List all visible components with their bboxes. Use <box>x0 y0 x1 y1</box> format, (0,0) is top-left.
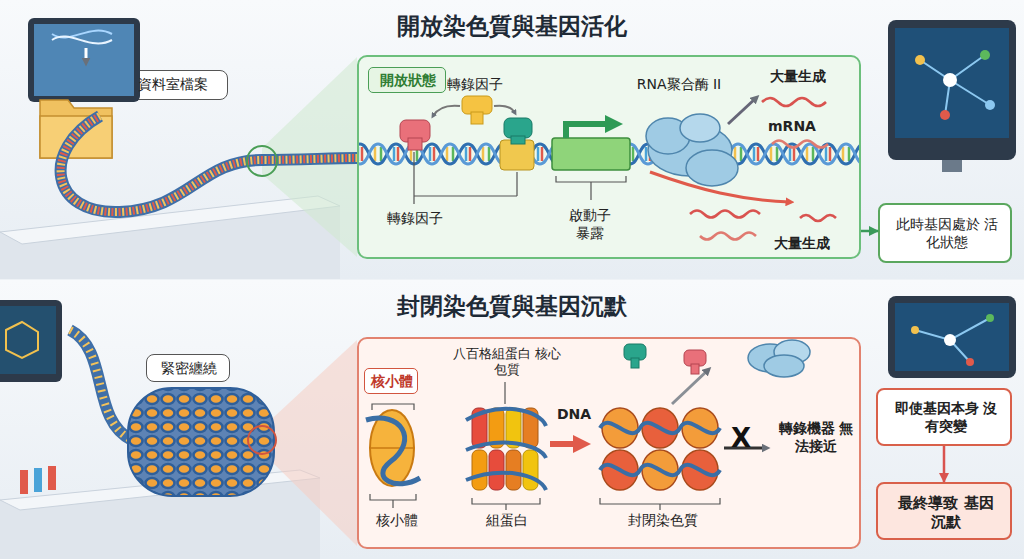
label-text: 大量生成 <box>762 235 842 253</box>
label-text: 轉錄因子 <box>380 210 450 228</box>
panel-title: 開放染色質與基因活化 <box>262 12 762 41</box>
panel-title: 封閉染色質與基因沉默 <box>262 292 762 321</box>
note-box: 即使基因本身 沒有突變 <box>876 388 1012 446</box>
label-text: 轉錄因子 <box>440 76 510 94</box>
label-text: 八百格組蛋白 核心包質 <box>452 346 562 379</box>
panel-band: 封閉染色質與基因沉默緊密纏繞八百格組蛋白 核心包質DNA核小體組蛋白封閉染色質X… <box>0 280 1024 559</box>
panel-band: 開放染色質與基因活化資料室檔案轉錄因子轉錄因子RNA聚合酶 II大量生成mRNA… <box>0 0 1024 279</box>
state-tag: 開放狀態 <box>368 67 446 93</box>
state-tag: 核小體 <box>364 368 418 394</box>
label-text: 緊密纏繞 <box>147 360 231 378</box>
callout-box: 緊密纏繞 <box>146 354 230 382</box>
label-text: 此時基因處於 活化狀態 <box>893 216 1001 251</box>
label-text: 封閉染色質 <box>598 512 728 530</box>
zoom-inset: 八百格組蛋白 核心包質DNA核小體組蛋白封閉染色質X轉錄機器 無法接近核小體 <box>357 337 861 549</box>
label-text: 開放狀態 <box>369 72 447 90</box>
label-text: mRNA <box>762 118 822 136</box>
label-text: 組蛋白 <box>472 512 542 530</box>
label-text: 核小體 <box>365 373 419 391</box>
zoom-inset: 轉錄因子轉錄因子RNA聚合酶 II大量生成mRNA啟動子 暴露大量生成開放狀態 <box>357 55 861 259</box>
label-text: 最終導致 基因沉默 <box>891 494 1001 532</box>
result-box: 最終導致 基因沉默 <box>876 482 1012 540</box>
label-text: 轉錄機器 無法接近 <box>777 420 855 455</box>
label-text: RNA聚合酶 II <box>614 76 744 94</box>
label-text: 啟動子 暴露 <box>562 207 618 242</box>
label-text: 即使基因本身 沒有突變 <box>891 400 1001 435</box>
block-mark: X <box>728 422 754 455</box>
label-text: 核小體 <box>364 512 430 530</box>
result-box: 此時基因處於 活化狀態 <box>878 203 1012 263</box>
label-text: DNA <box>554 406 594 424</box>
callout-box: 資料室檔案 <box>116 70 228 100</box>
label-text: 大量生成 <box>758 68 838 86</box>
label-text: 資料室檔案 <box>117 76 229 94</box>
